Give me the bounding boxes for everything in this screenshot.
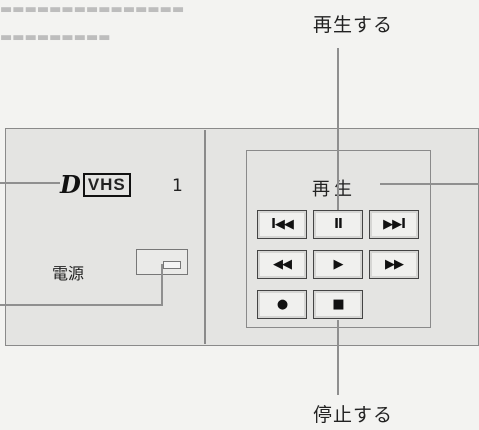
play-button[interactable]: ▶ — [313, 250, 363, 279]
background-print-2: ▬▬▬▬▬▬▬▬▬ — [0, 30, 111, 45]
skip-back-icon: I◀◀ — [271, 217, 294, 232]
background-print-1: ▬▬▬▬▬▬▬▬▬▬▬▬▬▬▬ — [0, 2, 185, 17]
fast-forward-button[interactable]: ▶▶ — [369, 250, 419, 279]
power-label: 電源 — [52, 264, 85, 283]
leader-line-stop-callout — [337, 320, 339, 395]
record-icon: ● — [276, 297, 288, 312]
callout-stop: 停止する — [313, 404, 394, 426]
power-indicator — [163, 261, 181, 269]
skip-forward-button[interactable]: ▶▶I — [369, 210, 419, 239]
leader-line-power — [0, 304, 163, 306]
skip-back-button[interactable]: I◀◀ — [257, 210, 307, 239]
skip-forward-icon: ▶▶I — [383, 217, 406, 232]
stop-icon: ■ — [332, 297, 344, 312]
rewind-button[interactable]: ◀◀ — [257, 250, 307, 279]
record-button[interactable]: ● — [257, 290, 307, 319]
pause-button[interactable]: II — [313, 210, 363, 239]
leader-line-logo — [0, 182, 60, 184]
panel-divider — [204, 130, 206, 344]
leader-line-play-callout — [337, 48, 339, 210]
callout-play: 再生する — [313, 14, 394, 36]
fast-forward-icon: ▶▶ — [385, 257, 404, 272]
leader-line-play-label — [380, 183, 479, 185]
play-section-label: 再生 — [312, 179, 356, 200]
logo-d-mark: D — [60, 170, 81, 199]
stop-button[interactable]: ■ — [313, 290, 363, 319]
logo-vhs-mark: VHS — [82, 173, 131, 197]
deck-number: 1 — [172, 176, 183, 196]
pause-icon: II — [334, 217, 343, 232]
dvhs-logo: D VHS — [60, 173, 131, 197]
play-icon: ▶ — [333, 257, 344, 272]
rewind-icon: ◀◀ — [273, 257, 292, 272]
leader-line-power-vertical — [161, 264, 163, 306]
